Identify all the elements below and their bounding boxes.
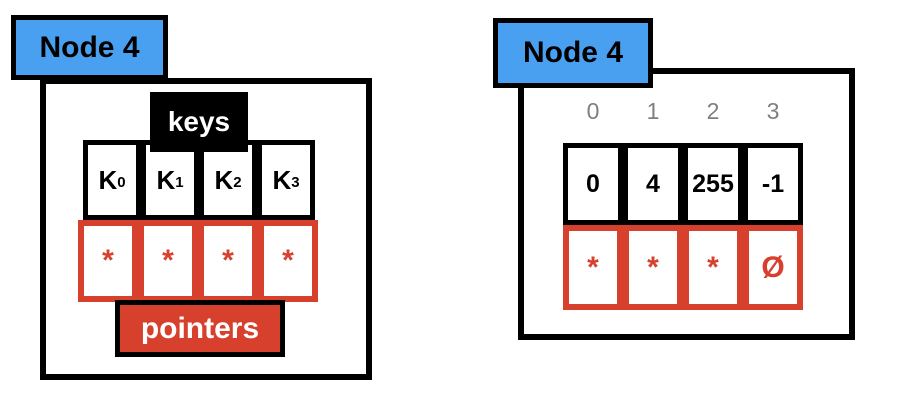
- slot-index-1: 1: [646, 98, 660, 124]
- key-subscript: 2: [233, 174, 242, 191]
- pointer-cell-3: Ø: [743, 225, 803, 310]
- keys-banner: keys: [150, 92, 248, 152]
- pointer-cell-3: *: [258, 220, 318, 302]
- key-value: 255: [692, 169, 734, 198]
- pointer-asterisk: *: [222, 244, 234, 277]
- slot-index-0: 0: [586, 98, 600, 124]
- key-value-cell-1: 4: [623, 143, 683, 225]
- left-node-outer-box: [40, 78, 372, 380]
- key-value: 4: [646, 169, 660, 198]
- key-subscript: 3: [291, 174, 300, 191]
- keys-banner-label: keys: [167, 106, 231, 137]
- pointer-cell-0: *: [78, 220, 138, 302]
- pointer-cell-2: *: [683, 225, 743, 310]
- left-node-title-badge: Node 4: [11, 15, 168, 80]
- pointer-cell-0: *: [563, 225, 623, 310]
- right-pointer-row: * * * Ø: [563, 225, 803, 310]
- pointers-banner-label: pointers: [140, 311, 260, 345]
- key-value-cell-2: 255: [683, 143, 743, 225]
- pointer-cell-1: *: [623, 225, 683, 310]
- key-value: -1: [761, 169, 785, 198]
- slot-index-2: 2: [706, 98, 720, 124]
- pointer-asterisk: *: [282, 244, 294, 277]
- pointer-asterisk: *: [647, 250, 659, 284]
- right-node-title: Node 4: [522, 36, 624, 69]
- null-pointer-symbol: Ø: [761, 250, 785, 284]
- key-base: K: [214, 165, 234, 195]
- right-node-title-badge: Node 4: [493, 18, 653, 88]
- key-value-cell-0: 0: [563, 143, 623, 225]
- pointer-cell-1: *: [138, 220, 198, 302]
- left-node-title: Node 4: [39, 30, 140, 64]
- pointer-asterisk: *: [587, 250, 599, 284]
- right-node-outer-box: [518, 68, 855, 340]
- right-key-row: 0 4 255 -1: [563, 143, 803, 225]
- pointer-asterisk: *: [162, 244, 174, 277]
- key-base: K: [156, 165, 176, 195]
- left-pointer-row: * * * *: [78, 220, 318, 302]
- pointer-cell-2: *: [198, 220, 258, 302]
- slot-index-row: 0 1 2 3: [563, 98, 803, 126]
- slot-index-3: 3: [766, 98, 780, 124]
- key-value: 0: [586, 169, 600, 198]
- key-subscript: 0: [117, 174, 126, 191]
- pointer-asterisk: *: [707, 250, 719, 284]
- key-subscript: 1: [175, 174, 184, 191]
- key-value-cell-3: -1: [743, 143, 803, 225]
- key-base: K: [98, 165, 118, 195]
- pointer-asterisk: *: [102, 244, 114, 277]
- pointers-banner: pointers: [115, 300, 285, 357]
- key-base: K: [272, 165, 292, 195]
